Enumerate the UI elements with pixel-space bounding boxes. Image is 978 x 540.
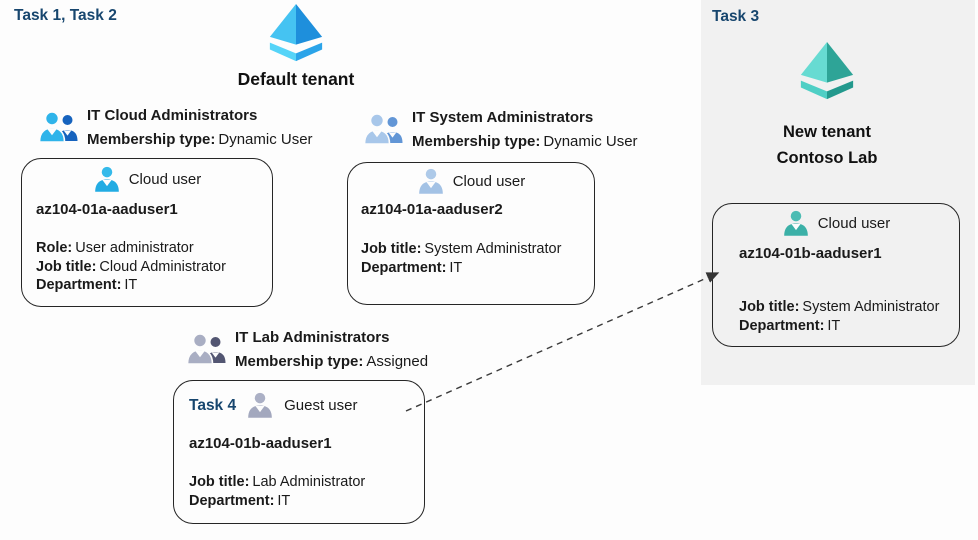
user-type-label: Cloud user xyxy=(452,173,526,190)
group-icon xyxy=(363,113,403,145)
task-3-label: Task 3 xyxy=(712,8,760,25)
user-attributes: Job title:Lab Administrator Department:I… xyxy=(189,474,366,509)
azure-ad-new-tenant-icon xyxy=(800,41,854,100)
group-icon xyxy=(38,111,78,143)
user-type-label: Cloud user xyxy=(128,171,202,188)
group-it-lab-administrators: IT Lab Administrators Membership type:As… xyxy=(186,326,428,374)
username: az104-01a-aaduser1 xyxy=(36,201,178,218)
group-it-system-administrators: IT System Administrators Membership type… xyxy=(363,106,638,154)
user-attributes: Job title:System Administrator Departmen… xyxy=(739,299,940,334)
group-membership: Membership type:Dynamic User xyxy=(87,131,313,148)
user-attributes: Role:User administrator Job title:Cloud … xyxy=(36,240,226,293)
cloud-user-icon xyxy=(783,210,808,236)
user-type-row: Cloud user xyxy=(713,208,959,239)
user-type-row: Cloud user xyxy=(348,166,594,197)
username: az104-01b-aaduser1 xyxy=(739,245,882,262)
user-type-row: Cloud user xyxy=(22,164,272,195)
task-4-label: Task 4 xyxy=(189,396,237,414)
user-type-label: Cloud user xyxy=(817,215,891,232)
group-name: IT System Administrators xyxy=(412,109,594,126)
cloud-user-icon xyxy=(94,166,119,192)
new-tenant-user-card: Cloud user az104-01b-aaduser1 Job title:… xyxy=(712,203,960,347)
group-it-cloud-administrators: IT Cloud Administrators Membership type:… xyxy=(38,104,313,152)
group-membership: Membership type:Dynamic User xyxy=(412,133,638,150)
user-card-aaduser1: Cloud user az104-01a-aaduser1 Role:User … xyxy=(21,158,273,307)
user-attributes: Job title:System Administrator Departmen… xyxy=(361,241,562,276)
azure-ad-tenant-icon xyxy=(269,3,323,62)
group-name: IT Lab Administrators xyxy=(235,329,390,346)
user-type-label: Guest user xyxy=(284,397,358,414)
user-card-aaduser2: Cloud user az104-01a-aaduser2 Job title:… xyxy=(347,162,595,305)
group-icon xyxy=(186,333,226,365)
new-tenant-title-line1: New tenant xyxy=(782,123,871,141)
task-1-2-label: Task 1, Task 2 xyxy=(14,7,117,24)
cloud-user-icon xyxy=(418,168,443,194)
guest-user-icon xyxy=(248,392,272,418)
username: az104-01a-aaduser2 xyxy=(361,201,503,218)
user-type-row: Task 4 Guest user xyxy=(174,390,424,421)
default-tenant-title: Default tenant xyxy=(237,69,355,89)
guest-user-card: Task 4 Guest user az104-01b-aaduser1 Job… xyxy=(173,380,425,524)
group-membership: Membership type:Assigned xyxy=(235,353,429,370)
username: az104-01b-aaduser1 xyxy=(189,435,332,452)
new-tenant-title-line2: Contoso Lab xyxy=(776,149,878,167)
group-name: IT Cloud Administrators xyxy=(87,107,258,124)
